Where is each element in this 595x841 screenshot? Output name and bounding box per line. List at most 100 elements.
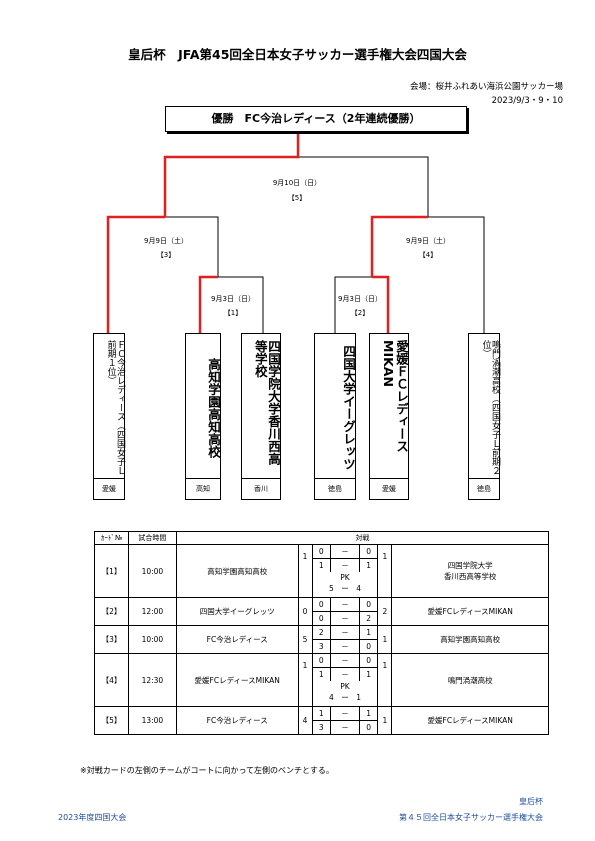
bracket-lines-loser (165, 156, 485, 333)
right-score: 2 (377, 597, 393, 626)
team-box-3: 四国学院大学香川西高等学校 香川 (241, 333, 281, 500)
card-no: 【2】 (94, 597, 129, 626)
left-team: 四国大学イーグレッツ (175, 597, 299, 626)
semi-right-date: 9月9日（土） (406, 237, 450, 245)
team-prefecture: 徳島 (315, 478, 355, 499)
team-name: 高知学園高知高校 (206, 357, 221, 458)
h2-right: 0 (366, 723, 372, 732)
h2-right: 2 (366, 614, 372, 623)
kickoff-time: 12:30 (127, 653, 177, 707)
header-time: 試合時間 (127, 531, 177, 545)
h1-right: 0 (359, 598, 378, 612)
pk-score: 4 ー 1 (328, 693, 361, 702)
left-team: FC今治レディース (175, 625, 299, 654)
line-semi-right-right (428, 216, 485, 333)
team-box-5: 愛媛ＦＣレディースMIKAN 愛媛 (369, 333, 409, 500)
team-name: 四国学院大学香川西高等学校 (252, 340, 281, 465)
left-team: 愛媛FCレディースMIKAN (175, 653, 299, 707)
team-prefecture: 香川 (242, 478, 280, 499)
pk-label: PK (340, 573, 350, 582)
footer-left: 2023年度四国大会 (58, 813, 127, 822)
final-date: 9月10日（日） (272, 179, 322, 187)
bench-note: ※対戦カードの左側のチームがコートに向かって左側のベンチとする。 (80, 766, 334, 775)
pk-label: PK (340, 682, 350, 691)
dash: － (330, 654, 360, 668)
dash: － (330, 611, 360, 625)
right-score: 1 (377, 544, 393, 598)
page-title: 皇后杯 JFA第45回全日本女子サッカー選手権大会四国大会 (128, 47, 467, 62)
dash: － (330, 558, 360, 572)
team-box-4: 四国大学イーグレッツ 徳島 (314, 333, 356, 500)
team-name: 四国大学イーグレッツ (341, 345, 356, 470)
right-team: 愛媛FCレディースMIKAN (391, 706, 549, 735)
right-score: 1 (377, 653, 393, 707)
team-box-1: ＦＣ今治レディース（四国女子Ｌ前期１位） 愛媛 (93, 333, 125, 500)
q1-card-no: 【1】 (223, 309, 243, 317)
footer-right-line2: 第４５回全日本女子サッカー選手権大会 (399, 813, 543, 822)
right-team: 高知学園高知高校 (391, 625, 549, 654)
dash: － (330, 626, 360, 640)
dash: － (330, 598, 360, 612)
h2-right: 0 (366, 642, 372, 651)
card-no: 【5】 (94, 706, 129, 735)
champion-banner: 優勝 FC今治レディース（2年連続優勝） (165, 106, 467, 132)
venue-text: 会場：桜井ふれあい海浜公園サッカー場 (409, 82, 563, 92)
right-score: 1 (377, 625, 393, 654)
h2-left: 0 (318, 614, 324, 623)
semi-left-date: 9月9日（土） (144, 237, 188, 245)
bracket-lines-winner (106, 133, 428, 333)
left-score: 0 (297, 597, 313, 626)
header-card-no: ｶｰﾄﾞ№ (94, 531, 129, 545)
line-semi-left-left (106, 215, 165, 333)
footer-right-line1: 皇后杯 (519, 797, 543, 806)
header-match: 対戦 (175, 531, 550, 545)
kickoff-time: 10:00 (127, 625, 177, 654)
q1-date: 9月3日（日） (211, 295, 255, 303)
h1-right: 0 (359, 654, 378, 668)
team-box-6: 鳴門渦潮高校（四国女子Ｌ前期２位） 徳島 (468, 333, 500, 500)
left-score: 1 (297, 544, 313, 598)
h1-left: 0 (312, 654, 331, 668)
h1-left: 0 (312, 598, 331, 612)
h2-left: 3 (318, 642, 324, 651)
kickoff-time: 13:00 (127, 706, 177, 735)
dates-text: 2023/9/3・9・10 (491, 96, 563, 106)
right-team: 四国学院大学 香川西高等学校 (391, 544, 549, 598)
h2-right: 1 (366, 670, 372, 679)
team-name: 鳴門渦潮高校（四国女子Ｌ前期２位） (480, 340, 500, 475)
h1-right: 0 (359, 545, 378, 559)
final-card-no: 【5】 (287, 194, 307, 202)
h2-left: 3 (318, 723, 324, 732)
team-name: ＦＣ今治レディース（四国女子Ｌ前期１位） (105, 340, 125, 475)
team-box-2: 高知学園高知高校 高知 (185, 333, 221, 500)
team-prefecture: 徳島 (469, 478, 499, 499)
right-team: 愛媛FCレディースMIKAN (391, 597, 549, 626)
line-q1-left (198, 275, 218, 333)
h2-left: 1 (318, 561, 324, 570)
h1-left: 1 (312, 707, 331, 721)
line-q2-left (334, 276, 372, 333)
card-no: 【3】 (94, 625, 129, 654)
team-prefecture: 高知 (186, 478, 220, 499)
line-final-right (298, 156, 429, 217)
q2-card-no: 【2】 (350, 309, 370, 317)
h1-left: 2 (312, 626, 331, 640)
semi-left-card-no: 【3】 (156, 251, 176, 259)
line-semi-left-right (165, 216, 219, 277)
dash: － (330, 545, 360, 559)
h1-right: 1 (359, 626, 378, 640)
line-semi-right-left (370, 215, 428, 277)
